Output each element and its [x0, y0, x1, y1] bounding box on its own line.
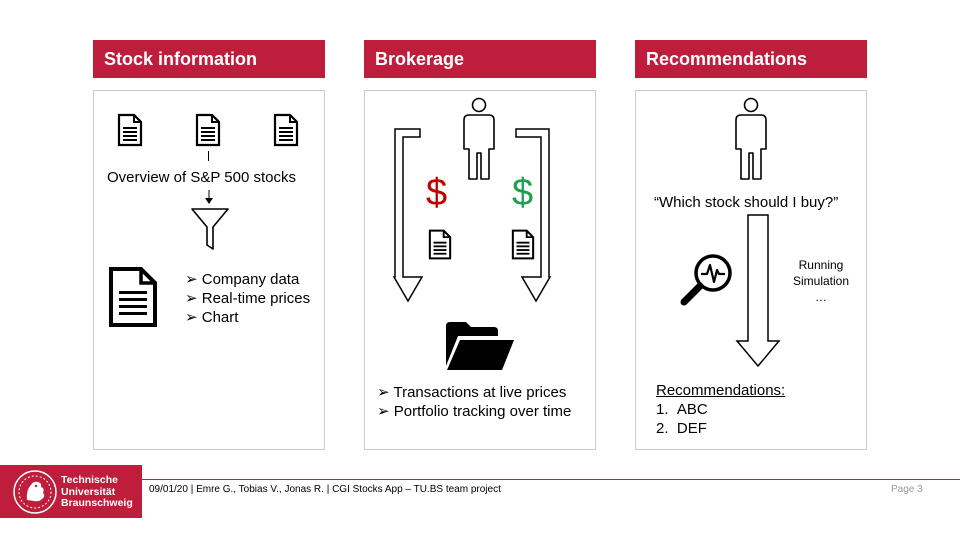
bullet-label: Transactions at live prices — [393, 384, 567, 401]
page-number: Page 3 — [891, 484, 923, 495]
folder-icon — [446, 322, 514, 370]
logo-line-3: Braunschweig — [61, 497, 133, 509]
header-recommendations: Recommendations — [635, 40, 867, 78]
university-logo: Technische Universität Braunschweig — [0, 465, 142, 518]
recommendation-label: DEF — [676, 420, 707, 437]
arrow-down-icon — [392, 128, 424, 303]
running-simulation-label: Running Simulation … — [786, 257, 856, 305]
logo-line-2: Universität — [61, 485, 116, 498]
footer-text: 09/01/20 | Emre G., Tobias V., Jonas R. … — [149, 484, 501, 495]
header-stock-information: Stock information — [93, 40, 325, 78]
arrow-down-icon — [735, 214, 781, 368]
person-icon — [735, 97, 767, 180]
person-icon — [463, 97, 495, 180]
document-icon — [117, 113, 143, 147]
bullet-real-time-prices: ➢ Real-time prices — [185, 290, 311, 307]
document-icon — [511, 229, 535, 260]
recommendation-item: 1. ABC — [656, 401, 708, 418]
overview-label: Overview of S&P 500 stocks — [107, 169, 296, 186]
lion-seal-icon — [13, 470, 57, 514]
recommendation-item: 2. DEF — [656, 420, 707, 437]
sim-line-1: Running — [798, 258, 844, 272]
sim-line-2: Simulation — [792, 274, 850, 288]
recommendation-label: ABC — [676, 401, 708, 418]
magnifier-chart-icon — [680, 254, 732, 306]
arrow-down-icon — [515, 128, 552, 303]
bullet-label: Real-time prices — [201, 290, 311, 307]
header-brokerage: Brokerage — [364, 40, 596, 78]
bullet-label: Chart — [201, 309, 239, 326]
document-icon — [273, 113, 299, 147]
bullet-label: Company data — [201, 271, 300, 288]
bullet-portfolio-tracking: ➢ Portfolio tracking over time — [377, 403, 572, 420]
document-icon — [195, 113, 221, 147]
document-icon — [109, 267, 157, 327]
bullet-label: Portfolio tracking over time — [393, 403, 572, 420]
document-icon — [428, 229, 452, 260]
sim-line-3: … — [815, 290, 827, 304]
bullet-transactions: ➢ Transactions at live prices — [377, 384, 567, 401]
logo-line-1: Technische — [61, 474, 118, 486]
recommendations-list-title: Recommendations: — [656, 382, 786, 399]
dollar-red-icon: $ — [426, 172, 448, 214]
logo-wordmark: Technische Universität Braunschweig — [61, 474, 133, 510]
bullet-chart: ➢ Chart — [185, 309, 239, 326]
footer-divider — [142, 479, 960, 480]
dollar-green-icon: $ — [512, 172, 534, 214]
question-text: “Which stock should I buy?” — [654, 194, 839, 211]
bullet-company-data: ➢ Company data — [185, 271, 300, 288]
funnel-icon — [191, 208, 229, 250]
connector-line — [208, 151, 209, 161]
arrow-down-icon — [205, 190, 213, 204]
